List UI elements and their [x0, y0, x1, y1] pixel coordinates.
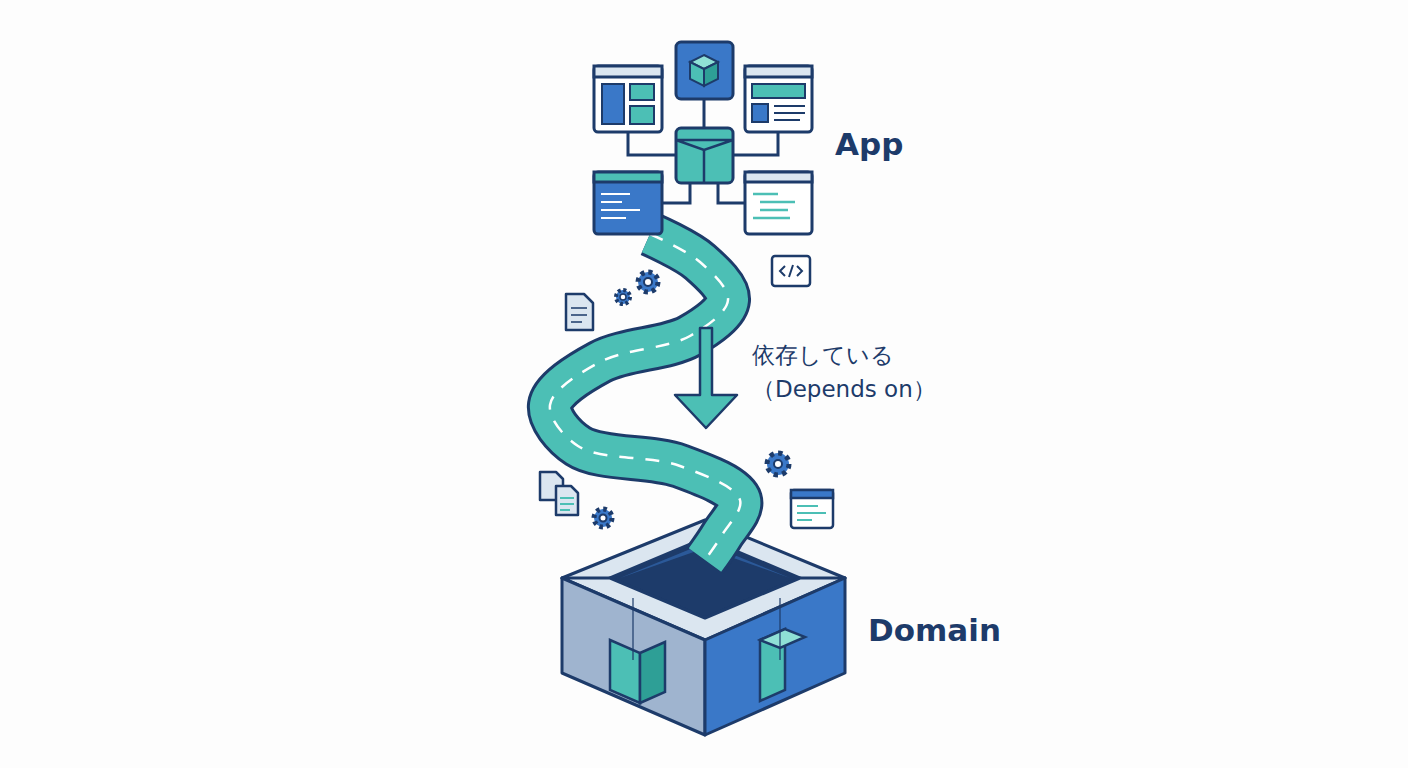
window-icon	[791, 490, 833, 528]
road-markings	[550, 234, 741, 560]
domain-right-face	[705, 578, 845, 735]
layout-block	[630, 106, 654, 124]
window-icon	[594, 66, 662, 132]
code-icon-glyph	[780, 265, 802, 277]
app-cluster: App	[590, 40, 820, 240]
edge-label: 依存している （Depends on）	[752, 338, 952, 406]
document-lines	[560, 498, 574, 510]
road-outline	[550, 234, 741, 560]
wire	[718, 183, 745, 203]
gear-hub	[620, 294, 626, 300]
code-lines	[601, 194, 640, 218]
gear-hub	[600, 515, 607, 522]
document-icon	[556, 486, 578, 515]
core-tile	[676, 128, 733, 183]
layer-label: App	[835, 126, 903, 162]
gear-teeth	[638, 272, 658, 292]
cube-icon-left	[690, 62, 704, 86]
layout-block	[630, 84, 654, 100]
code-window	[745, 172, 812, 234]
gear-icon	[594, 509, 612, 527]
window-bar	[745, 172, 812, 182]
code-lines	[797, 506, 826, 520]
wire	[733, 132, 778, 155]
window-icon	[745, 66, 812, 132]
domain-block: Domain	[555, 560, 855, 745]
core-fold	[676, 140, 733, 150]
window-bar	[791, 490, 833, 498]
gear-teeth	[594, 509, 612, 527]
gear-teeth	[767, 453, 789, 475]
wire	[628, 132, 676, 155]
dependency-connector	[550, 234, 741, 560]
cube-icon-right	[704, 62, 718, 86]
code-icon	[772, 256, 810, 286]
gear-teeth	[616, 290, 630, 304]
code-lines	[753, 194, 795, 218]
code-window	[594, 172, 662, 234]
wire	[703, 100, 706, 128]
layout-block	[602, 84, 624, 124]
domain-block	[760, 629, 805, 648]
domain-seam	[633, 598, 780, 660]
core-fold	[703, 150, 706, 183]
domain-block	[640, 642, 665, 703]
document-icon	[566, 294, 593, 330]
gear-icon	[767, 453, 789, 475]
layout-block	[752, 104, 768, 122]
gear-icon	[638, 272, 658, 292]
gear-hub	[644, 278, 652, 286]
module-tile	[676, 42, 733, 99]
road-surface	[550, 234, 741, 560]
gear-icon	[616, 290, 630, 304]
document-lines	[571, 308, 587, 322]
layout-block	[752, 84, 805, 98]
layer-label: Domain	[868, 612, 1001, 648]
window-bar	[594, 172, 662, 182]
domain-block	[610, 640, 640, 703]
window-bar	[745, 66, 812, 77]
text-lines	[774, 106, 805, 120]
wire	[662, 183, 690, 203]
gear-hub	[774, 460, 782, 468]
window-bar	[594, 66, 662, 77]
dependency-arrow	[675, 328, 737, 428]
